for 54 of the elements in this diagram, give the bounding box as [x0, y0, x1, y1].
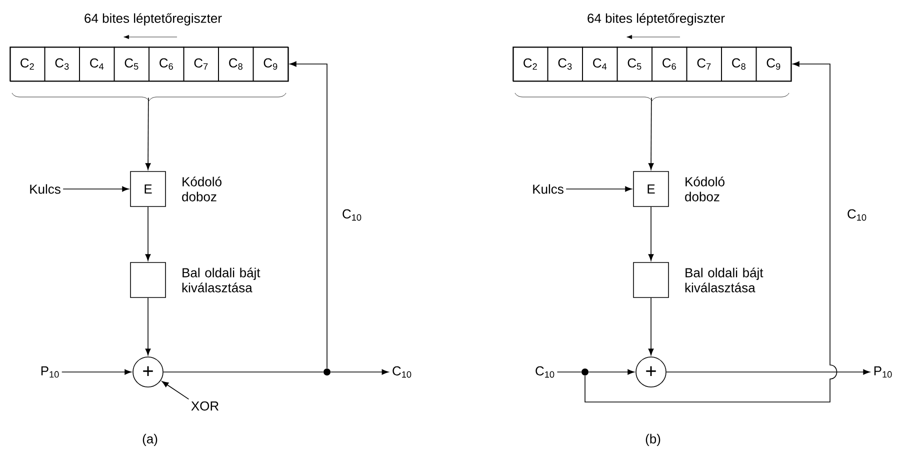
register-cell: C$_{2}$	[10, 46, 46, 82]
edge-label: C$_{10}$	[846, 208, 868, 222]
node-label: Kódoló doboz	[182, 176, 222, 202]
signal-label: Kulcs	[30, 184, 60, 194]
arrow	[290, 61, 328, 369]
arrow	[648, 97, 654, 170]
register-cell: C$_{7}$	[686, 46, 722, 82]
arrow	[145, 206, 151, 261]
process-box: Bal oldali bájt kiválasztása	[130, 262, 260, 298]
arrow	[566, 186, 632, 192]
panel-label: (a)	[142, 434, 158, 446]
panel-label: (b)	[646, 434, 660, 446]
register-cell: C$_{8}$	[721, 46, 757, 82]
register-cell: C$_{6}$	[652, 46, 688, 82]
arrow	[666, 369, 870, 375]
arrow	[588, 369, 634, 375]
junction-dot	[324, 368, 330, 376]
arrow	[145, 298, 151, 356]
register-cell: C$_{7}$	[183, 46, 219, 82]
node-label: Bal oldali bájt kiválasztása	[685, 268, 764, 292]
register-cell: C$_{4}$	[79, 46, 115, 82]
arrow	[145, 97, 151, 170]
register-cell: C$_{5}$	[114, 46, 150, 82]
arrow	[61, 369, 132, 375]
signal-label: C$_{10}$	[536, 366, 554, 378]
register-cell: C$_{8}$	[218, 46, 254, 82]
node-label: Kódoló doboz	[685, 176, 724, 202]
process-box: E Kódoló doboz	[130, 171, 222, 207]
edge-label: C$_{10}$	[341, 208, 363, 222]
register-cell: C$_{9}$	[756, 46, 792, 82]
arrow	[648, 206, 654, 261]
node-label: 64 bites léptetőregiszter	[84, 13, 222, 26]
register-cell: C$_{3}$	[44, 46, 80, 82]
signal-label: C$_{10}$	[392, 366, 412, 378]
junction-dot	[582, 368, 588, 376]
node-label: 64 bites léptetőregiszter	[588, 13, 725, 26]
register-cell: C$_{6}$	[148, 46, 184, 82]
register-cell: C$_{3}$	[547, 46, 583, 82]
register-cell: C$_{4}$	[582, 46, 618, 82]
arrow	[162, 381, 190, 400]
signal-label: P$_{10}$	[874, 366, 892, 378]
process-box: Bal oldali bájt kiválasztása	[633, 262, 764, 298]
arrow	[330, 369, 389, 375]
node-label: Bal oldali bájt kiválasztása	[182, 268, 260, 292]
arrow	[648, 298, 654, 356]
signal-label: Kulcs	[533, 184, 564, 194]
process-box: E Kódoló doboz	[633, 171, 724, 207]
arrow	[584, 61, 838, 402]
arrow	[62, 186, 129, 192]
signal-label: XOR	[191, 401, 218, 411]
register-cell: C$_{5}$	[616, 46, 652, 82]
signal-label: P$_{10}$	[41, 366, 59, 378]
register-cell: C$_{9}$	[252, 46, 288, 82]
register-cell: C$_{2}$	[512, 46, 548, 82]
